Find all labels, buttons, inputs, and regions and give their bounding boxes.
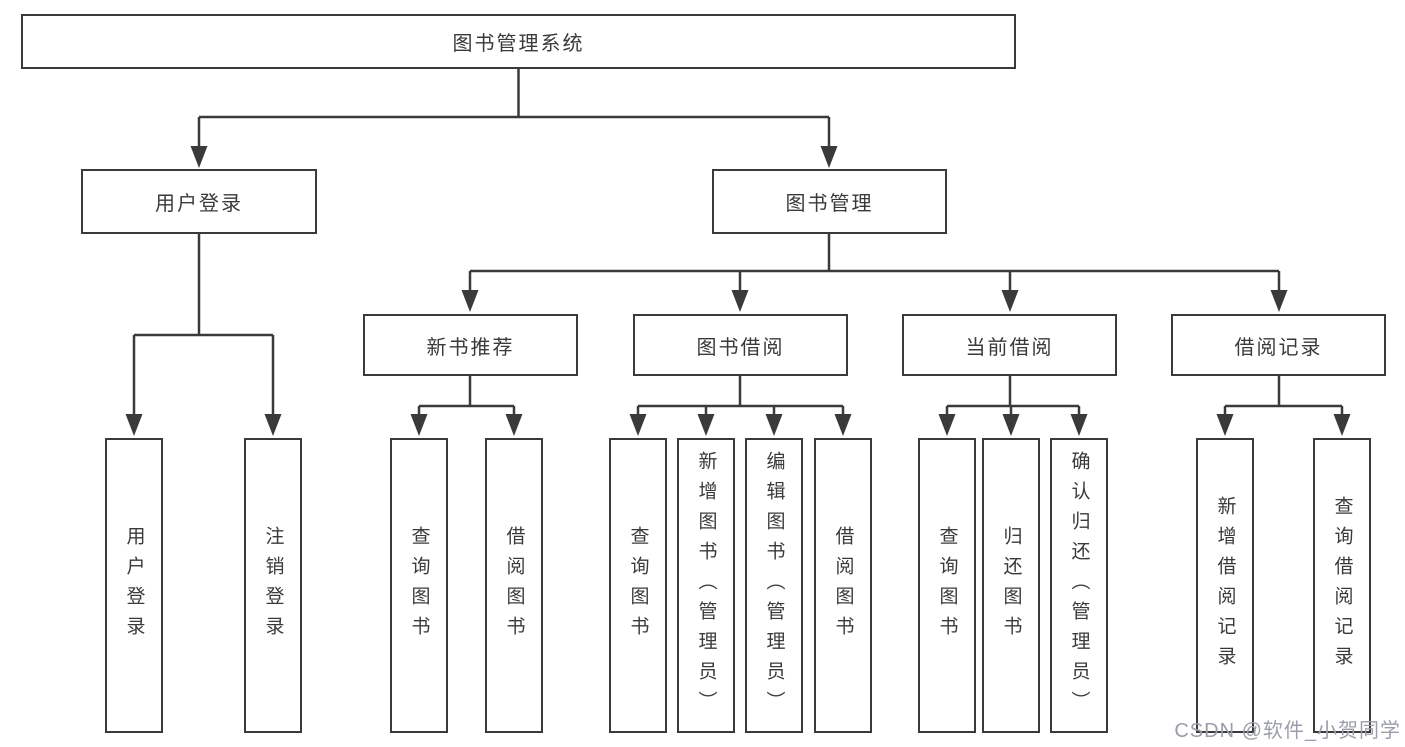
node-new-book-recommend: 新书推荐 bbox=[363, 314, 578, 376]
leaf-query-books-borrowing-label: 查询图书 bbox=[627, 525, 649, 646]
node-book-management: 图书管理 bbox=[712, 169, 947, 234]
leaf-edit-books-admin-label: 编辑图书（管理员） bbox=[763, 450, 785, 721]
leaf-add-books-admin: 新增图书（管理员） bbox=[677, 438, 735, 733]
node-user-login: 用户登录 bbox=[81, 169, 317, 234]
leaf-borrow-books-borrowing-label: 借阅图书 bbox=[832, 525, 854, 646]
node-current-borrowing: 当前借阅 bbox=[902, 314, 1117, 376]
leaf-add-borrow-record-label: 新增借阅记录 bbox=[1214, 495, 1236, 676]
root-node-label: 图书管理系统 bbox=[452, 33, 585, 55]
node-current-borrowing-label: 当前借阅 bbox=[965, 336, 1054, 359]
leaf-borrow-books-recommend-label: 借阅图书 bbox=[503, 525, 525, 646]
leaf-return-books-label: 归还图书 bbox=[1000, 525, 1022, 646]
connector-lines bbox=[132, 69, 1344, 418]
arrowheads-down bbox=[125, 146, 1351, 436]
leaf-query-borrow-record: 查询借阅记录 bbox=[1313, 438, 1371, 733]
leaf-confirm-return-admin: 确认归还（管理员） bbox=[1050, 438, 1108, 733]
leaf-query-books-recommend-label: 查询图书 bbox=[408, 525, 430, 646]
leaf-logout: 注销登录 bbox=[244, 438, 302, 733]
leaf-edit-books-admin: 编辑图书（管理员） bbox=[745, 438, 803, 733]
node-borrowing-records: 借阅记录 bbox=[1171, 314, 1386, 376]
leaf-add-books-admin-label: 新增图书（管理员） bbox=[695, 450, 717, 721]
leaf-add-borrow-record: 新增借阅记录 bbox=[1196, 438, 1254, 733]
leaf-query-books-recommend: 查询图书 bbox=[390, 438, 448, 733]
leaf-user-login: 用户登录 bbox=[105, 438, 163, 733]
leaf-borrow-books-recommend: 借阅图书 bbox=[485, 438, 543, 733]
node-borrowing-records-label: 借阅记录 bbox=[1234, 336, 1323, 359]
root-node-library-management-system: 图书管理系统 bbox=[21, 14, 1016, 69]
leaf-query-books-borrowing: 查询图书 bbox=[609, 438, 667, 733]
leaf-return-books: 归还图书 bbox=[982, 438, 1040, 733]
node-user-login-label: 用户登录 bbox=[155, 193, 243, 215]
node-new-book-recommend-label: 新书推荐 bbox=[426, 336, 515, 359]
leaf-logout-label: 注销登录 bbox=[262, 525, 284, 646]
csdn-watermark: CSDN @软件_小贺同学 bbox=[1174, 720, 1401, 742]
leaf-query-books-current: 查询图书 bbox=[918, 438, 976, 733]
leaf-query-borrow-record-label: 查询借阅记录 bbox=[1331, 495, 1353, 676]
node-book-borrowing-label: 图书借阅 bbox=[696, 336, 785, 359]
leaf-confirm-return-admin-label: 确认归还（管理员） bbox=[1068, 450, 1090, 721]
leaf-user-login-label: 用户登录 bbox=[123, 525, 145, 646]
leaf-query-books-current-label: 查询图书 bbox=[936, 525, 958, 646]
node-book-borrowing: 图书借阅 bbox=[633, 314, 848, 376]
node-book-management-label: 图书管理 bbox=[785, 193, 874, 215]
leaf-borrow-books-borrowing: 借阅图书 bbox=[814, 438, 872, 733]
